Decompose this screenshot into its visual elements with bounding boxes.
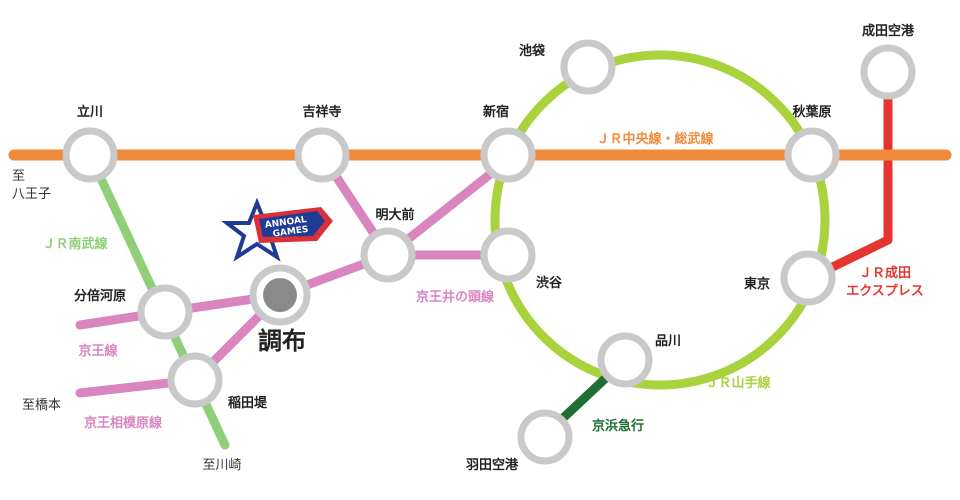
station-akihabara-marker[interactable] (784, 127, 840, 183)
logo-text-line2: GAMES (272, 225, 309, 240)
station-label-tachikawa: 立川 (77, 104, 103, 120)
jr-yamanote-line (490, 50, 830, 390)
line-label-keikyu: 京浜急行 (592, 418, 644, 434)
annoal-games-logo: ANNOAL GAMES (221, 197, 333, 262)
station-tokyo-marker[interactable] (780, 250, 836, 306)
line-label-jr-narita-line1: ＪＲ成田 (859, 265, 911, 281)
station-label-bubaigawara: 分倍河原 (74, 288, 126, 304)
station-label-shibuya: 渋谷 (536, 275, 563, 291)
station-label-inadazutsumi: 稲田堤 (228, 395, 268, 411)
station-label-haneda-airport: 羽田空港 (466, 457, 519, 473)
station-inadazutsumi-marker[interactable] (167, 352, 223, 408)
line-label-jr-narita-line2: エクスプレス (846, 284, 924, 299)
jr-narita-express-line (808, 72, 893, 283)
destination-hachioji-line1: 至 (12, 169, 25, 184)
line-label-keio-sagamihara: 京王相模原線 (84, 415, 163, 431)
station-shinjuku-marker[interactable] (480, 127, 536, 183)
station-kichijoji-marker[interactable] (294, 127, 350, 183)
station-label-akihabara: 秋葉原 (792, 104, 831, 120)
station-meidaimae-marker[interactable] (360, 227, 416, 283)
station-shinagawa-marker[interactable] (597, 332, 653, 388)
station-shibuya-marker[interactable] (480, 227, 536, 283)
station-label-shinjuku: 新宿 (483, 104, 509, 120)
station-label-narita-airport: 成田空港 (862, 23, 915, 39)
destination-kawasaki: 至川崎 (202, 458, 241, 473)
line-label-keio-inokashira: 京王井の頭線 (416, 289, 495, 305)
station-label-meidaimae: 明大前 (375, 207, 414, 223)
station-label-kichijoji: 吉祥寺 (302, 104, 341, 120)
station-label-shinagawa: 品川 (655, 334, 681, 349)
station-chofu-marker[interactable] (249, 264, 311, 326)
destination-hashimoto: 至橋本 (22, 398, 61, 413)
station-label-tokyo: 東京 (744, 276, 770, 292)
station-label-chofu: 調布 (258, 327, 306, 355)
line-label-jr-nambu: ＪＲ南武線 (42, 236, 108, 252)
station-narita-airport-marker[interactable] (860, 44, 916, 100)
line-label-keio: 京王線 (78, 343, 118, 359)
keio-inokashira-line (318, 152, 508, 260)
station-ikebukuro-marker[interactable] (560, 39, 616, 95)
station-tachikawa-marker[interactable] (62, 127, 118, 183)
line-label-jr-yamanote: ＪＲ山手線 (705, 375, 771, 391)
line-label-jr-chuo: ＪＲ中央線・総武線 (596, 131, 714, 147)
station-bubaigawara-marker[interactable] (137, 284, 193, 340)
destination-hachioji-line2: 八王子 (12, 187, 51, 202)
station-haneda-airport-marker[interactable] (517, 409, 573, 465)
station-label-ikebukuro: 池袋 (519, 43, 546, 59)
